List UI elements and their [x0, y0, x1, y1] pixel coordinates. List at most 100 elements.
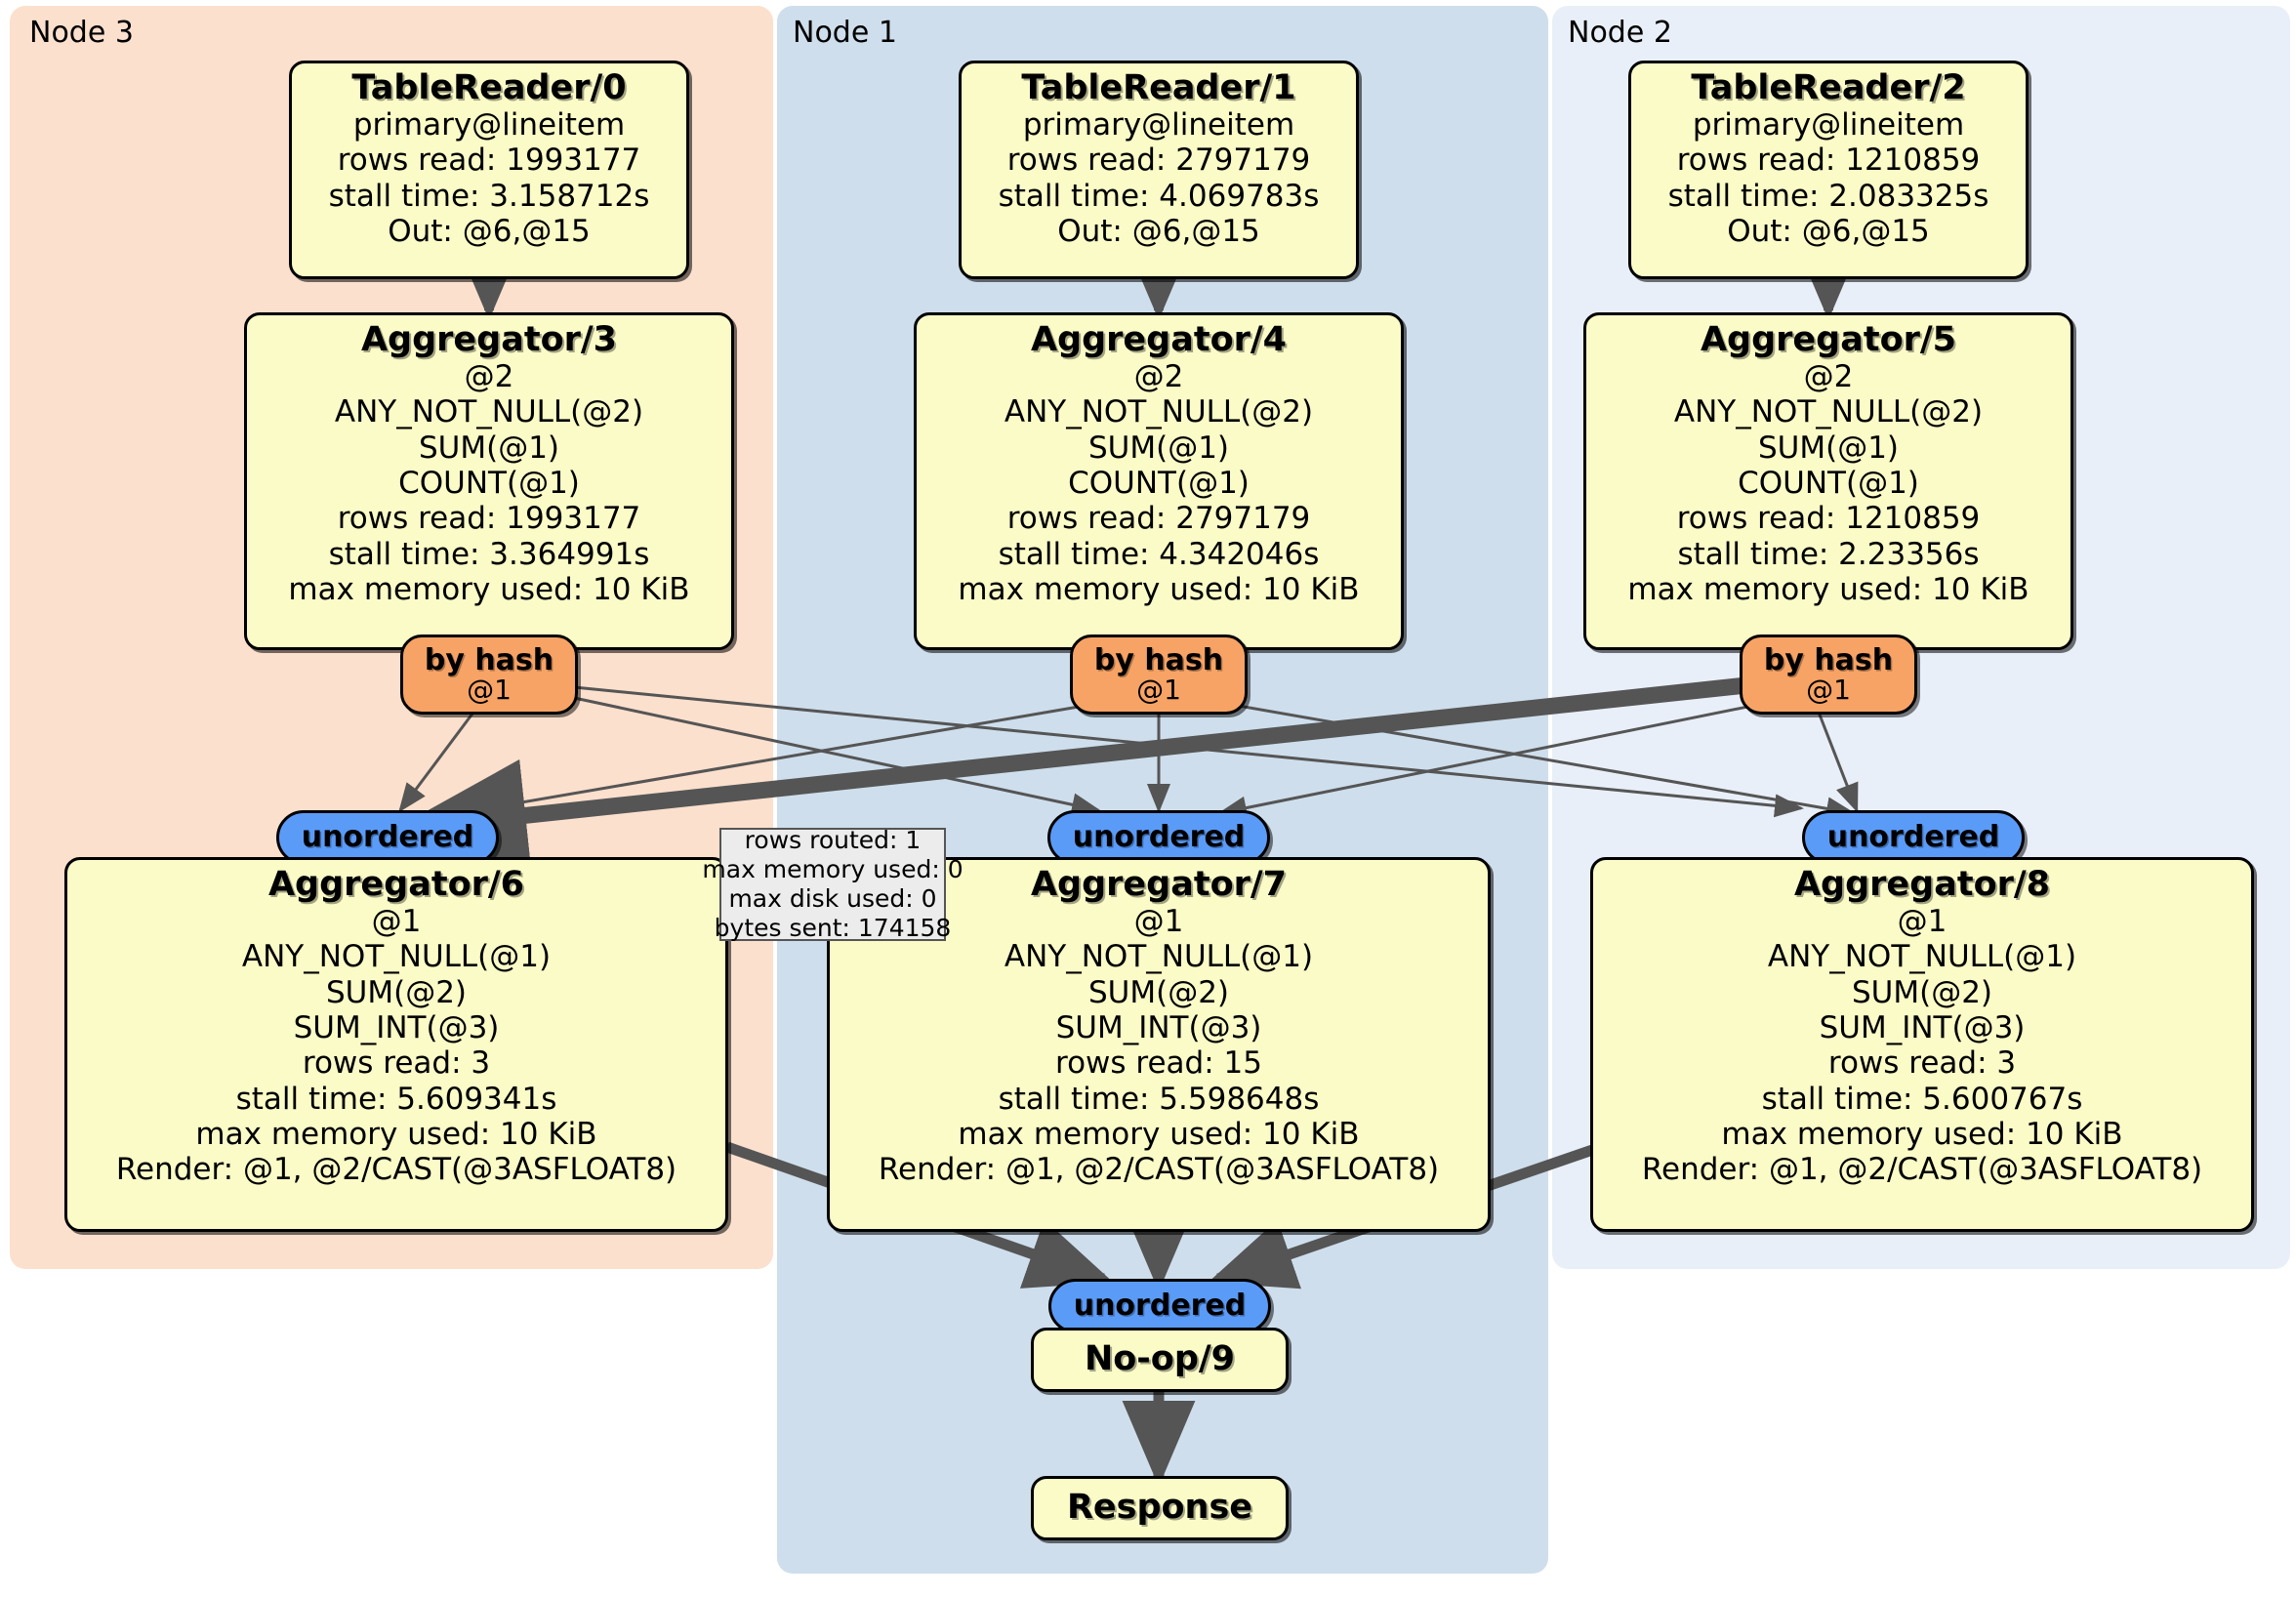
router-label: by hash: [1763, 642, 1894, 677]
operator-detail: Out: @6,@15: [1057, 213, 1260, 249]
operator-detail: max memory used: 10 KiB: [1627, 571, 2030, 607]
operator-title: Response: [1066, 1488, 1253, 1528]
operator-table-reader-0[interactable]: TableReader/0 primary@lineitem rows read…: [289, 61, 689, 279]
operator-title: TableReader/1: [1021, 68, 1296, 107]
inbox-label: unordered: [1826, 820, 2000, 855]
operator-detail: @1: [1897, 904, 1948, 940]
operator-detail: Render: @1, @2/CAST(@3ASFLOAT8): [115, 1152, 677, 1188]
router-stats-box: rows routed: 1 max memory used: 0 max di…: [702, 826, 963, 942]
router-by-hash-node1[interactable]: by hash @1: [1070, 635, 1248, 715]
cluster-label-node3: Node 3: [29, 16, 134, 50]
operator-detail: rows read: 1210859: [1676, 143, 1981, 179]
operator-detail: stall time: 5.598648s: [998, 1081, 1320, 1117]
operator-detail: ANY_NOT_NULL(@1): [1767, 939, 2077, 975]
operator-detail: stall time: 5.609341s: [235, 1081, 557, 1117]
cluster-label-node2: Node 2: [1568, 16, 1672, 50]
router-column: @1: [1806, 674, 1851, 707]
router-label: by hash: [1093, 642, 1224, 677]
operator-detail: ANY_NOT_NULL(@1): [1004, 939, 1314, 975]
operator-title: TableReader/2: [1691, 68, 1966, 107]
operator-title: Aggregator/6: [267, 865, 525, 904]
operator-detail: Render: @1, @2/CAST(@3ASFLOAT8): [1641, 1152, 2203, 1188]
operator-table-reader-2[interactable]: TableReader/2 primary@lineitem rows read…: [1628, 61, 2029, 279]
operator-detail: stall time: 5.600767s: [1761, 1081, 2083, 1117]
inbox-label: unordered: [1073, 1289, 1247, 1324]
operator-detail: SUM(@2): [1851, 974, 1993, 1010]
router-label: by hash: [424, 642, 554, 677]
stat-line: max disk used: 0: [728, 884, 937, 913]
operator-detail: @2: [464, 359, 514, 395]
inbox-label: unordered: [301, 820, 474, 855]
operator-title: Aggregator/4: [1030, 320, 1288, 359]
operator-detail: rows read: 2797179: [1006, 501, 1311, 537]
operator-detail: stall time: 2.23356s: [1677, 536, 1980, 572]
operator-detail: @2: [1133, 359, 1184, 395]
operator-detail: @1: [371, 904, 422, 940]
operator-detail: max memory used: 10 KiB: [958, 1116, 1360, 1152]
router-column: @1: [467, 674, 512, 707]
operator-title: Aggregator/8: [1793, 865, 2051, 904]
operator-detail: rows read: 1210859: [1676, 501, 1981, 537]
operator-detail: SUM(@1): [1087, 430, 1230, 466]
operator-aggregator-3[interactable]: Aggregator/3 @2 ANY_NOT_NULL(@2) SUM(@1)…: [244, 312, 734, 650]
stat-line: max memory used: 0: [702, 855, 964, 883]
router-by-hash-node2[interactable]: by hash @1: [1740, 635, 1917, 715]
operator-detail: max memory used: 10 KiB: [288, 571, 690, 607]
operator-detail: COUNT(@1): [1068, 465, 1250, 501]
operator-aggregator-5[interactable]: Aggregator/5 @2 ANY_NOT_NULL(@2) SUM(@1)…: [1583, 312, 2073, 650]
operator-detail: stall time: 3.364991s: [328, 536, 650, 572]
operator-aggregator-8[interactable]: Aggregator/8 @1 ANY_NOT_NULL(@1) SUM(@2)…: [1590, 857, 2254, 1232]
operator-detail: COUNT(@1): [398, 465, 580, 501]
operator-detail: SUM_INT(@3): [293, 1009, 500, 1045]
operator-detail: Render: @1, @2/CAST(@3ASFLOAT8): [878, 1152, 1440, 1188]
inbox-label: unordered: [1072, 820, 1246, 855]
operator-detail: SUM(@2): [1087, 974, 1230, 1010]
operator-detail: SUM(@1): [1757, 430, 1900, 466]
operator-detail: rows read: 2797179: [1006, 143, 1311, 179]
operator-detail: COUNT(@1): [1738, 465, 1919, 501]
operator-detail: stall time: 4.069783s: [998, 178, 1320, 214]
operator-detail: ANY_NOT_NULL(@2): [334, 394, 644, 430]
operator-response[interactable]: Response: [1031, 1476, 1289, 1540]
operator-detail: primary@lineitem: [1022, 107, 1295, 143]
stat-line: bytes sent: 174158: [714, 914, 952, 942]
operator-detail: stall time: 2.083325s: [1667, 178, 1989, 214]
operator-detail: @1: [1133, 904, 1184, 940]
operator-detail: max memory used: 10 KiB: [958, 571, 1360, 607]
operator-detail: stall time: 3.158712s: [328, 178, 650, 214]
operator-detail: max memory used: 10 KiB: [1721, 1116, 2123, 1152]
cluster-label-node1: Node 1: [793, 16, 897, 50]
operator-detail: rows read: 15: [1055, 1045, 1262, 1082]
operator-detail: primary@lineitem: [352, 107, 626, 143]
operator-detail: rows read: 3: [1827, 1045, 2017, 1082]
operator-aggregator-4[interactable]: Aggregator/4 @2 ANY_NOT_NULL(@2) SUM(@1)…: [914, 312, 1404, 650]
operator-detail: ANY_NOT_NULL(@1): [241, 939, 552, 975]
operator-title: No-op/9: [1084, 1339, 1236, 1379]
operator-title: Aggregator/7: [1030, 865, 1288, 904]
operator-detail: ANY_NOT_NULL(@2): [1004, 394, 1314, 430]
router-by-hash-node3[interactable]: by hash @1: [400, 635, 578, 715]
operator-detail: rows read: 1993177: [337, 143, 641, 179]
operator-table-reader-1[interactable]: TableReader/1 primary@lineitem rows read…: [959, 61, 1359, 279]
operator-noop-9[interactable]: No-op/9: [1031, 1328, 1289, 1392]
operator-detail: Out: @6,@15: [388, 213, 591, 249]
operator-detail: SUM(@2): [325, 974, 468, 1010]
inbox-unordered-final[interactable]: unordered: [1048, 1279, 1271, 1333]
stat-line: rows routed: 1: [744, 826, 922, 854]
operator-detail: SUM_INT(@3): [1819, 1009, 2026, 1045]
operator-detail: SUM_INT(@3): [1055, 1009, 1262, 1045]
operator-detail: Out: @6,@15: [1727, 213, 1930, 249]
operator-detail: stall time: 4.342046s: [998, 536, 1320, 572]
operator-detail: @2: [1803, 359, 1854, 395]
operator-detail: SUM(@1): [418, 430, 560, 466]
operator-detail: rows read: 3: [302, 1045, 491, 1082]
operator-detail: primary@lineitem: [1692, 107, 1965, 143]
operator-aggregator-6[interactable]: Aggregator/6 @1 ANY_NOT_NULL(@1) SUM(@2)…: [64, 857, 728, 1232]
operator-title: TableReader/0: [351, 68, 627, 107]
router-column: @1: [1136, 674, 1181, 707]
operator-detail: rows read: 1993177: [337, 501, 641, 537]
operator-detail: ANY_NOT_NULL(@2): [1673, 394, 1984, 430]
operator-detail: max memory used: 10 KiB: [195, 1116, 597, 1152]
inbox-unordered-node2[interactable]: unordered: [1802, 810, 2025, 865]
